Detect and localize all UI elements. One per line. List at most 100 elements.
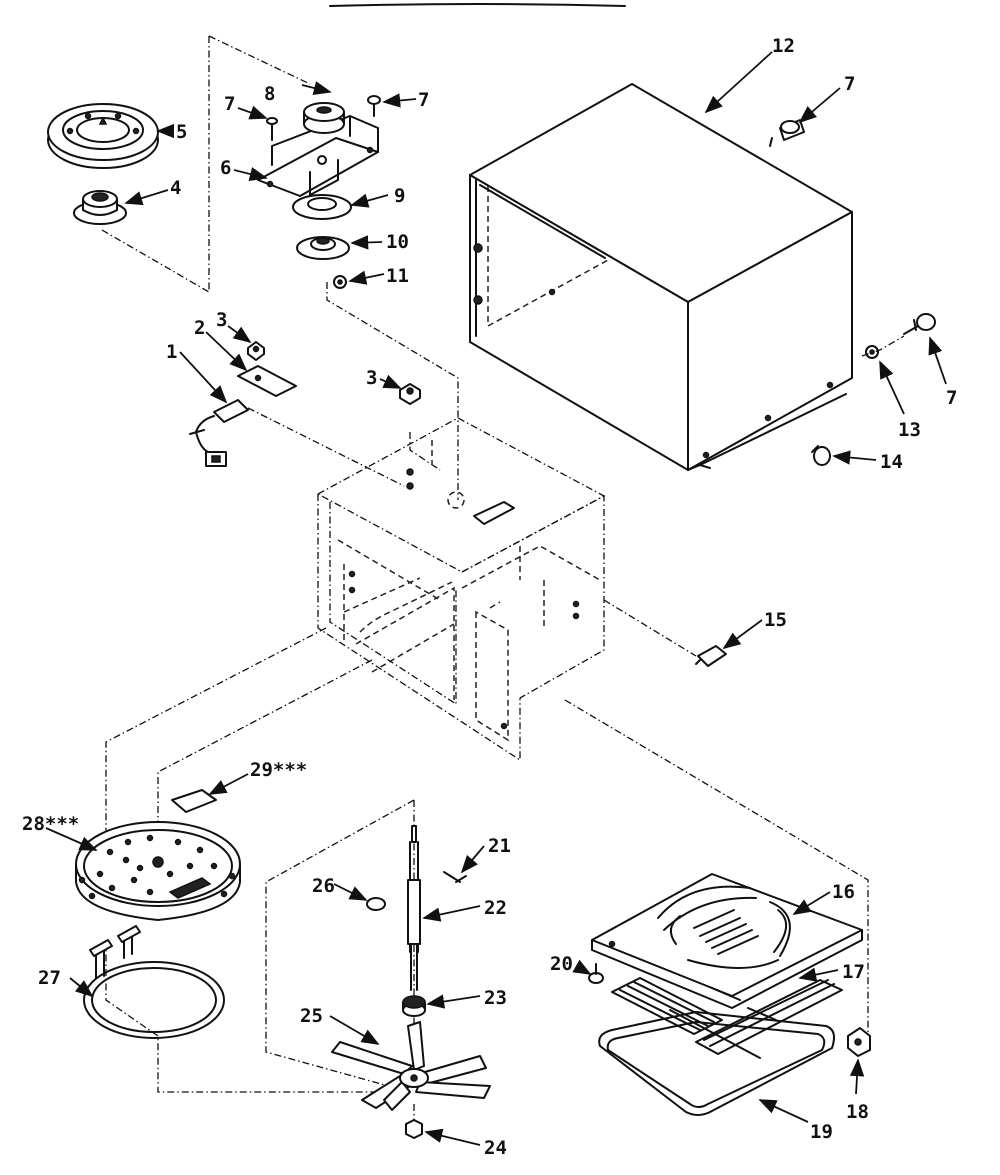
arrow-23 bbox=[426, 994, 481, 1009]
arrow-9 bbox=[350, 193, 389, 208]
label-part-2: 2 bbox=[194, 317, 205, 339]
label-part-15: 15 bbox=[764, 609, 787, 631]
part-3-nut-left bbox=[247, 341, 265, 361]
label-part-28: 28*** bbox=[22, 813, 79, 835]
part-7-screw-top bbox=[769, 119, 805, 147]
main-chassis bbox=[316, 417, 606, 762]
label-part-12: 12 bbox=[772, 35, 795, 57]
leader-clip bbox=[603, 599, 697, 657]
arrow-22 bbox=[422, 905, 481, 922]
part-5-pulley bbox=[47, 103, 159, 169]
arrow-7c bbox=[798, 87, 841, 124]
part-14-foot bbox=[811, 445, 831, 466]
part-15-clip bbox=[695, 645, 727, 667]
label-part-20: 20 bbox=[550, 953, 573, 975]
part-17-rack bbox=[611, 977, 843, 1059]
label-part-26: 26 bbox=[312, 875, 335, 897]
part-9-flange bbox=[292, 194, 352, 220]
arrow-20 bbox=[572, 959, 592, 975]
part-10-coupling bbox=[296, 236, 350, 260]
arrow-15 bbox=[722, 619, 763, 650]
arrow-2 bbox=[205, 331, 248, 372]
label-part-5: 5 bbox=[176, 121, 187, 143]
arrow-12 bbox=[704, 51, 773, 114]
label-part-19: 19 bbox=[810, 1121, 833, 1143]
part-19-tray bbox=[598, 1011, 835, 1116]
part-18-clip bbox=[847, 1027, 871, 1057]
part-7-screw-right bbox=[367, 95, 381, 117]
leader-frame-top bbox=[208, 35, 311, 85]
leader-lamp-to-chassis bbox=[247, 407, 405, 487]
label-part-14: 14 bbox=[880, 451, 903, 473]
arrow-7d bbox=[928, 336, 947, 385]
part-27-heating-element bbox=[83, 925, 225, 1039]
label-part-22: 22 bbox=[484, 897, 507, 919]
part-12-outer-cabinet bbox=[469, 83, 853, 471]
arrow-13 bbox=[879, 360, 905, 415]
label-part-10: 10 bbox=[386, 231, 409, 253]
label-part-6: 6 bbox=[220, 157, 231, 179]
part-22-shaft bbox=[407, 825, 421, 991]
leader-chassis-to-heater bbox=[105, 627, 327, 850]
part-20-screw bbox=[588, 963, 604, 984]
arrow-10 bbox=[350, 235, 383, 250]
label-part-8: 8 bbox=[264, 83, 275, 105]
label-part-7-top: 7 bbox=[844, 73, 855, 95]
part-8-motor bbox=[303, 102, 345, 134]
arrow-19 bbox=[758, 1099, 809, 1123]
arrow-11 bbox=[348, 270, 385, 285]
arrow-16 bbox=[792, 891, 831, 915]
part-6-bracket bbox=[257, 115, 379, 197]
arrow-17 bbox=[798, 967, 839, 982]
label-part-16: 16 bbox=[832, 881, 855, 903]
label-part-21: 21 bbox=[488, 835, 511, 857]
part-4-hub bbox=[73, 190, 127, 225]
part-11-screw bbox=[333, 275, 347, 289]
part-3-nut-center bbox=[399, 383, 421, 405]
arrow-7a bbox=[237, 105, 268, 120]
label-part-25: 25 bbox=[300, 1005, 323, 1027]
arrow-24 bbox=[424, 1128, 481, 1146]
scan-edge-line bbox=[329, 3, 626, 7]
arrow-27 bbox=[69, 977, 94, 998]
arrow-1 bbox=[179, 351, 228, 404]
part-21-pin bbox=[443, 871, 467, 883]
label-part-24: 24 bbox=[484, 1137, 507, 1159]
label-part-3-center: 3 bbox=[366, 367, 377, 389]
arrow-3a bbox=[227, 325, 252, 344]
arrow-25 bbox=[329, 1015, 380, 1045]
label-part-9: 9 bbox=[394, 185, 405, 207]
arrow-21 bbox=[460, 845, 485, 874]
leader-screw-side bbox=[861, 335, 905, 357]
label-part-3-left: 3 bbox=[216, 309, 227, 331]
part-25-fan bbox=[331, 1021, 491, 1111]
part-29-plate bbox=[171, 789, 217, 813]
leader-motor-to-chassis bbox=[326, 282, 459, 500]
part-28-heater-cover bbox=[75, 821, 241, 921]
arrow-7b bbox=[382, 93, 417, 108]
label-part-29: 29*** bbox=[250, 759, 307, 781]
arrow-4 bbox=[124, 189, 169, 206]
arrow-18 bbox=[849, 1058, 865, 1095]
part-2-plate bbox=[237, 365, 297, 397]
part-16-top-plate bbox=[591, 873, 863, 1009]
part-24-nut bbox=[405, 1104, 423, 1139]
label-part-7-side: 7 bbox=[946, 387, 957, 409]
label-part-11: 11 bbox=[386, 265, 409, 287]
arrow-8 bbox=[301, 81, 332, 96]
label-part-13: 13 bbox=[898, 419, 921, 441]
label-part-27: 27 bbox=[38, 967, 61, 989]
part-7-screw-left bbox=[266, 117, 278, 141]
leader-part4-down bbox=[101, 229, 210, 293]
label-part-17: 17 bbox=[842, 961, 865, 983]
arrow-3b bbox=[379, 374, 402, 389]
arrow-28 bbox=[45, 827, 98, 851]
part-7-screw-side bbox=[904, 313, 936, 334]
arrow-6 bbox=[233, 167, 268, 182]
part-23-bushing bbox=[402, 995, 426, 1017]
label-part-7-right: 7 bbox=[418, 89, 429, 111]
label-part-7-left: 7 bbox=[224, 93, 235, 115]
label-part-1: 1 bbox=[166, 341, 177, 363]
